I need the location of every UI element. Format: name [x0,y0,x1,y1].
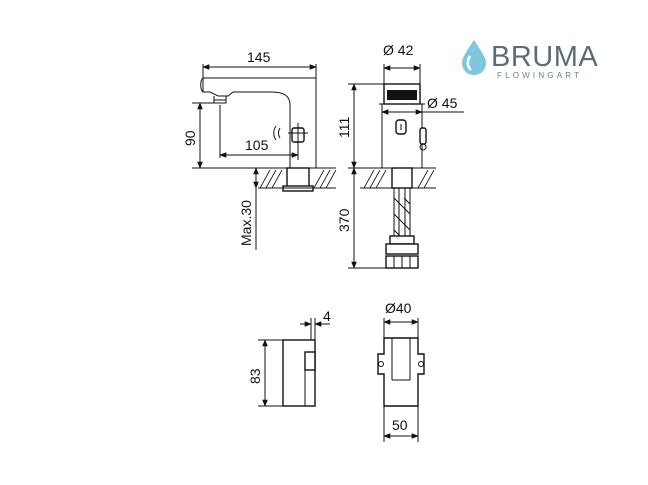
dim-label-d45: Ø 45 [427,95,458,111]
dim-label-370: 370 [336,208,352,232]
dimension-plate-height: 83 [247,339,283,407]
brand-name: BRUMA [491,41,598,73]
dim-label-d42: Ø 42 [383,42,414,58]
dim-label-145: 145 [247,49,271,65]
dim-label-83: 83 [247,368,263,384]
dim-label-105: 105 [245,137,269,153]
dimension-sensor-reach: 105 [219,105,299,160]
faucet-side-view [200,77,317,192]
brand-logo: BRUMA FLOWINGART [462,40,598,80]
dimension-base-diameter: Ø 42 [383,42,421,84]
dimension-body-height: 111 [336,83,384,169]
dimension-nut-diameter: Ø40 [383,300,419,338]
faucet-front-view [379,83,427,269]
dim-label-max30: Max.30 [238,200,254,246]
dim-label-50: 50 [392,417,408,433]
dim-label-90: 90 [182,130,198,146]
brand-tagline: FLOWINGART [497,71,582,80]
mounting-nut-front [377,337,425,407]
dimension-plate-thickness: 4 [300,308,331,340]
dimension-nut-width: 50 [383,406,419,442]
dimension-spout-length: 145 [202,49,317,78]
mounting-plate-side [282,339,316,407]
sensor-wave-icon [273,125,277,141]
counter-section-left [258,167,337,189]
counter-section-right [360,167,436,189]
dim-label-d40: Ø40 [385,300,412,316]
water-drop-icon [462,40,486,75]
lever-handle [288,123,308,147]
dimension-body-diameter: Ø 45 [381,95,464,115]
dim-label-4: 4 [323,308,331,324]
dimension-max-thickness: Max.30 [238,167,259,250]
dimension-height: 90 [182,102,258,169]
dim-label-111: 111 [336,117,352,138]
dimension-hose-length: 370 [336,167,386,269]
